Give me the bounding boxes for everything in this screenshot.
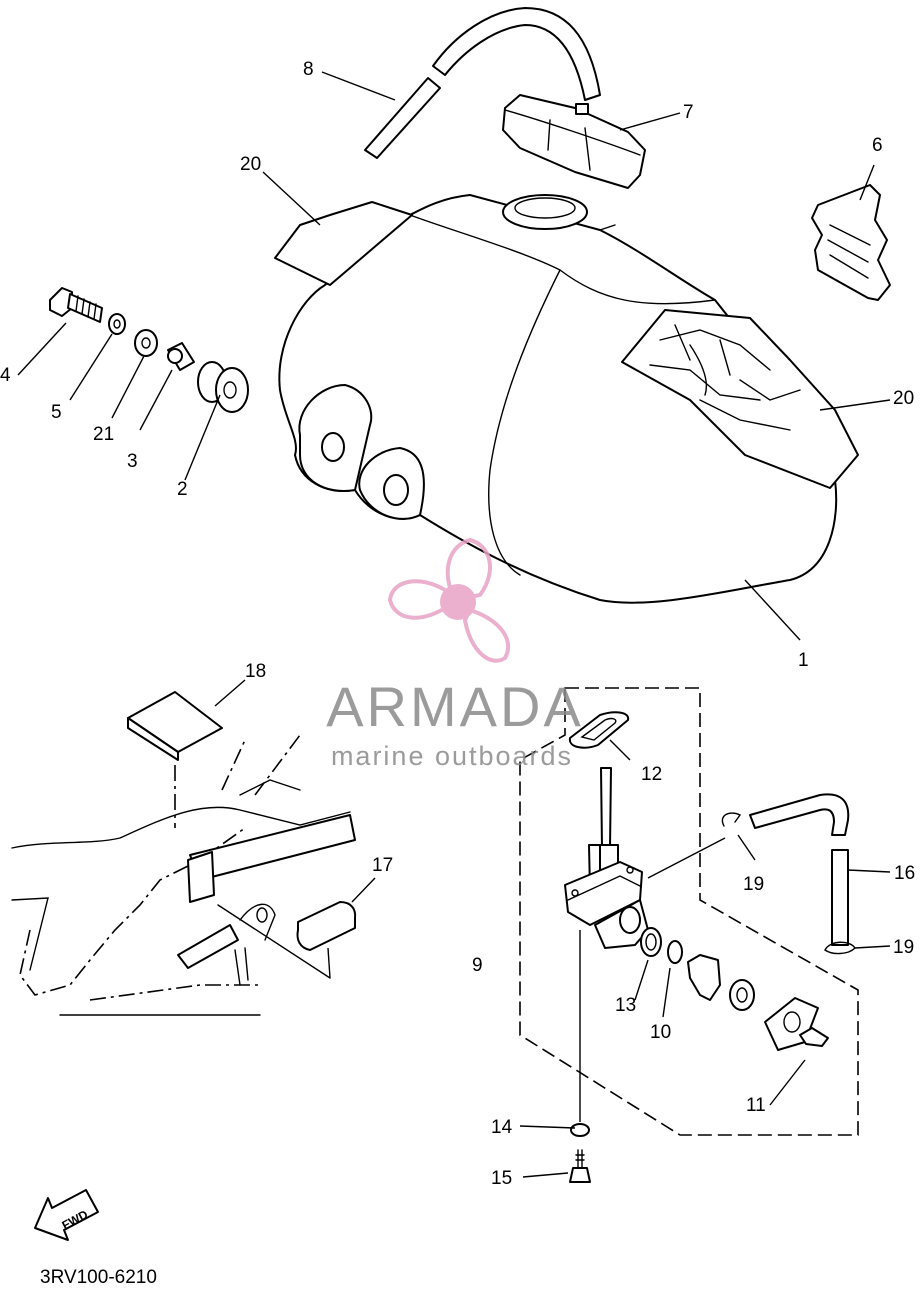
watermark-tagline: marine outboards [331, 741, 573, 771]
callout-18: 18 [245, 661, 266, 682]
grommet-part-2 [197, 361, 249, 413]
callout-7: 7 [683, 102, 694, 123]
fuel-cap-part [502, 94, 646, 189]
washer-part-14 [570, 1123, 590, 1137]
orings-parts [640, 927, 819, 1051]
fuel-hose-part-16 [749, 793, 850, 946]
propeller-logo [387, 537, 511, 663]
fwd-arrow: FWD [34, 1189, 99, 1241]
callout-8: 8 [303, 59, 314, 80]
callout-20-left: 20 [240, 154, 261, 175]
collar-part-3 [167, 342, 195, 371]
callout-19-top: 19 [743, 874, 764, 895]
callout-9: 9 [472, 955, 483, 976]
callout-6: 6 [872, 135, 883, 156]
bolt-part [49, 287, 103, 323]
screw-part-11 [799, 1027, 829, 1047]
callout-3: 3 [127, 451, 138, 472]
washer-part-21 [134, 329, 158, 357]
fuel-tank-part [278, 194, 851, 604]
callout-16: 16 [894, 863, 915, 884]
breather-hose-part [364, 7, 601, 159]
callout-2: 2 [177, 479, 188, 500]
fuel-cock-part [564, 767, 649, 949]
callout-13: 13 [615, 995, 636, 1016]
tank-decal-left [274, 201, 413, 286]
callout-1: 1 [798, 650, 809, 671]
callout-labels: 1 2 3 4 5 6 7 8 9 10 11 12 13 14 15 16 1… [0, 59, 915, 1189]
callout-11: 11 [746, 1095, 766, 1116]
diagram-code: 3RV100-6210 [40, 1267, 157, 1288]
armada-watermark: ARMADA marine outboards [326, 537, 584, 771]
callout-10: 10 [650, 1022, 671, 1043]
callout-15: 15 [491, 1168, 512, 1189]
callout-12: 12 [641, 764, 662, 785]
washer-part-5 [108, 313, 126, 335]
callout-4: 4 [0, 365, 11, 386]
damper-part [811, 184, 891, 301]
callout-21: 21 [93, 424, 114, 445]
watermark-brand: ARMADA [326, 675, 584, 738]
callout-19-bottom: 19 [893, 937, 914, 958]
pad-part-18 [127, 691, 223, 761]
gasket-part-12 [568, 711, 630, 749]
tank-decal-right [621, 309, 859, 489]
screw-part-15 [569, 1149, 591, 1183]
pad-part-17 [296, 901, 357, 951]
callout-20-right: 20 [893, 388, 914, 409]
callout-5: 5 [51, 402, 62, 423]
fuel-cock-assembly-boundary [519, 687, 859, 1136]
callout-17: 17 [372, 855, 393, 876]
frame-section [11, 734, 356, 1016]
leader-lines [17, 71, 891, 1178]
callout-14: 14 [491, 1117, 513, 1138]
